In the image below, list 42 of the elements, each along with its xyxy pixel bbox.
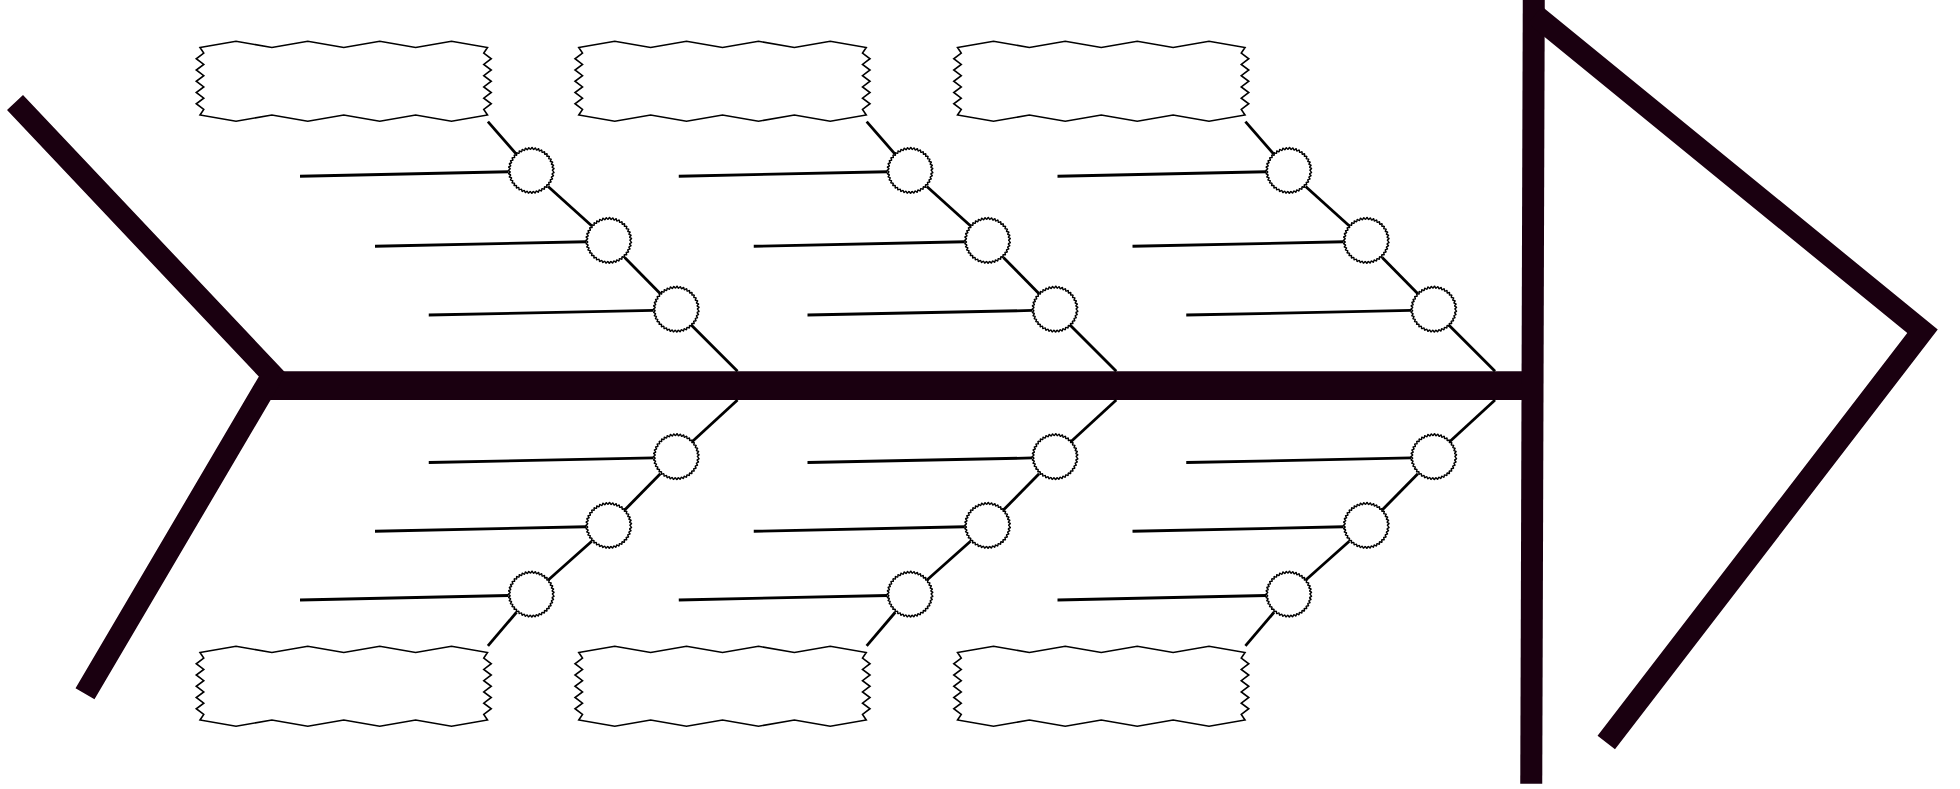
torn-paper-box <box>952 40 1251 123</box>
leader-line <box>299 170 509 178</box>
leader-line <box>1057 594 1267 602</box>
leader-line <box>375 240 587 248</box>
leader-line <box>678 594 888 602</box>
leader-line <box>428 456 654 464</box>
leader-line <box>753 240 965 248</box>
leader-line <box>1132 240 1344 248</box>
torn-paper-box <box>194 40 493 123</box>
bone-line <box>547 185 593 228</box>
torn-paper-box <box>194 645 493 728</box>
bone-line <box>1381 256 1419 295</box>
torn-paper-box <box>573 645 872 728</box>
leader-line <box>753 525 965 533</box>
leader-line <box>375 525 587 533</box>
bone-line <box>623 472 662 512</box>
bone-line <box>1002 472 1041 512</box>
leader-line <box>1186 309 1412 317</box>
bone-line <box>1244 120 1275 156</box>
bone-line <box>865 611 897 647</box>
leader-line <box>1186 456 1412 464</box>
bone-line <box>1002 256 1041 295</box>
leader-line <box>678 170 888 178</box>
bone-line <box>925 185 972 228</box>
torn-paper-box <box>952 645 1251 728</box>
bone-line <box>926 540 972 581</box>
bone-line <box>623 256 662 295</box>
bone-line <box>1304 540 1351 581</box>
bone-line <box>486 120 518 156</box>
bone-line <box>547 540 593 581</box>
bone-line <box>1304 185 1351 228</box>
leader-line <box>807 456 1033 464</box>
bone-line <box>1244 611 1276 647</box>
bone-line <box>1381 472 1419 512</box>
leader-line <box>428 309 654 317</box>
leader-line <box>299 594 509 602</box>
leader-line <box>1057 170 1267 178</box>
torn-paper-box <box>573 40 872 123</box>
leader-line <box>807 309 1033 317</box>
leader-line <box>1132 525 1344 533</box>
bone-line <box>865 120 897 156</box>
bone-line <box>486 611 518 647</box>
